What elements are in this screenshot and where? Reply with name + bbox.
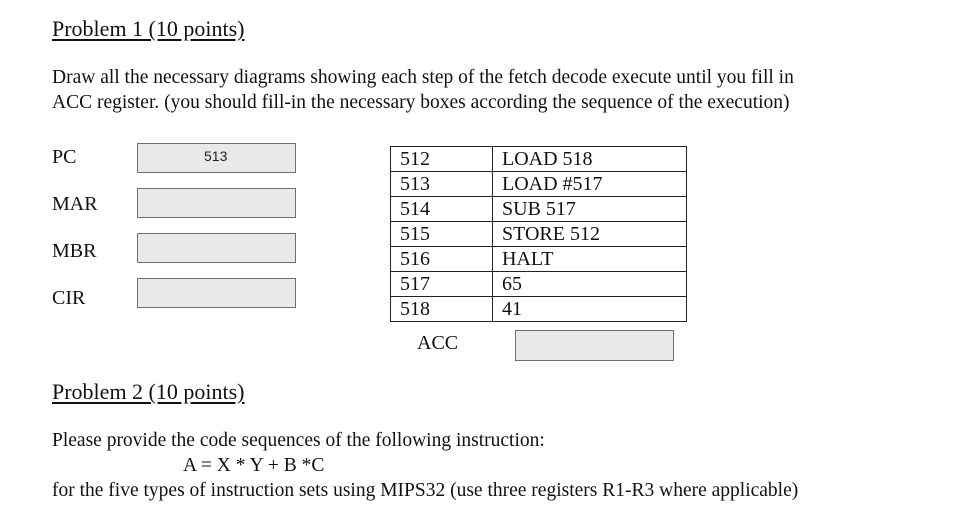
acc-label: ACC (417, 332, 459, 354)
table-row: 515 STORE 512 (390, 221, 687, 247)
pc-label: PC (52, 146, 77, 168)
problem2-description-line2: for the five types of instruction sets u… (52, 480, 799, 501)
problem1-heading: Problem 1 (10 points) (52, 16, 245, 41)
memory-content-cell: SUB 517 (492, 196, 687, 222)
memory-address-cell: 517 (390, 271, 493, 297)
memory-address-cell: 514 (390, 196, 493, 222)
problem2-heading: Problem 2 (10 points) (52, 379, 245, 404)
memory-address-cell: 512 (390, 146, 493, 172)
problem1-description-line1: Draw all the necessary diagrams showing … (52, 67, 794, 88)
table-row: 512 LOAD 518 (390, 146, 687, 172)
table-row: 513 LOAD #517 (390, 171, 687, 197)
pc-register-value: 513 (204, 148, 228, 164)
memory-address-cell: 513 (390, 171, 493, 197)
memory-content-cell: 41 (492, 296, 687, 322)
mbr-register-box[interactable] (137, 233, 296, 263)
memory-address-cell: 516 (390, 246, 493, 272)
memory-address-cell: 515 (390, 221, 493, 247)
problem2-description-line1: Please provide the code sequences of the… (52, 430, 545, 451)
memory-content-cell: LOAD 518 (492, 146, 687, 172)
problem2-equation: A = X * Y + B *C (183, 455, 325, 476)
table-row: 514 SUB 517 (390, 196, 687, 222)
memory-content-cell: 65 (492, 271, 687, 297)
table-row: 518 41 (390, 296, 687, 322)
acc-register-box[interactable] (515, 330, 674, 361)
pc-register-box[interactable]: 513 (137, 143, 296, 173)
memory-address-cell: 518 (390, 296, 493, 322)
memory-table: 512 LOAD 518 513 LOAD #517 514 SUB 517 5… (390, 146, 687, 322)
table-row: 517 65 (390, 271, 687, 297)
cir-label: CIR (52, 287, 86, 309)
mar-register-box[interactable] (137, 188, 296, 218)
table-row: 516 HALT (390, 246, 687, 272)
problem1-description-line2: ACC register. (you should fill-in the ne… (52, 92, 790, 113)
mar-label: MAR (52, 193, 98, 215)
memory-content-cell: HALT (492, 246, 687, 272)
mbr-label: MBR (52, 240, 97, 262)
memory-content-cell: LOAD #517 (492, 171, 687, 197)
memory-content-cell: STORE 512 (492, 221, 687, 247)
cir-register-box[interactable] (137, 278, 296, 308)
